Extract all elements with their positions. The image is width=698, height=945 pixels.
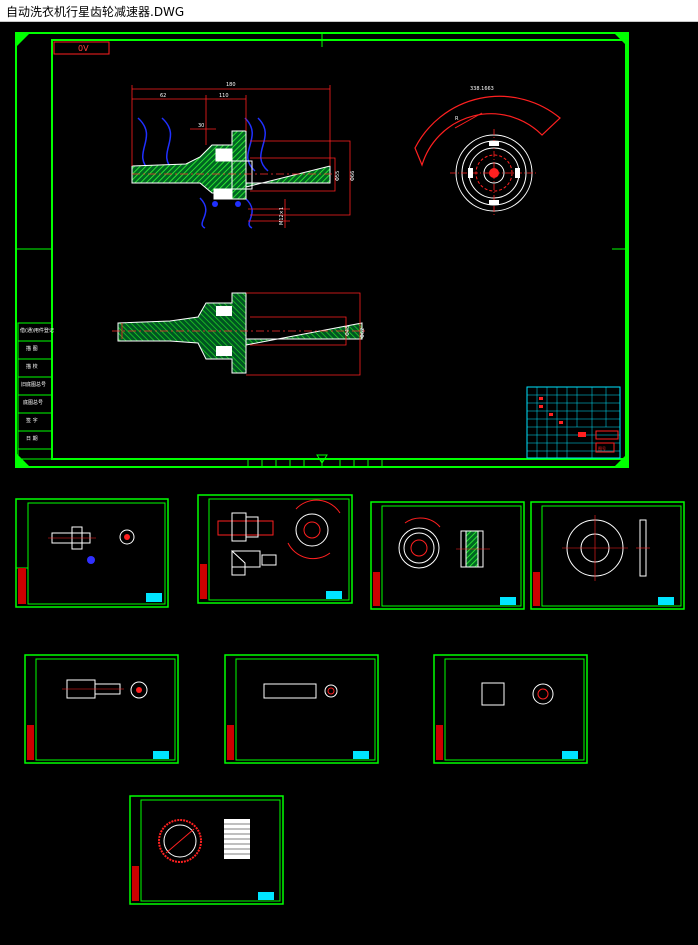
arc-mark: R: [455, 116, 459, 122]
corner-tag-box: [53, 41, 110, 55]
table-label: 借(通)用件登记: [20, 327, 54, 334]
window-title: 自动洗衣机行星齿轮减速器.DWG: [6, 5, 185, 19]
dim-label: Φ48: [345, 326, 351, 336]
center-arrow: [316, 454, 328, 464]
sheet-outer-frame: [15, 32, 629, 468]
table-label: 底图总号: [23, 399, 43, 406]
drawing-canvas[interactable]: 0V 借(通)用件登记 描 图 描 校 旧底图总号 底图总号 签 字 日 期: [0, 23, 698, 941]
dim-label: 180: [226, 82, 236, 88]
table-label: 描 图: [26, 345, 38, 352]
left-registration-table: 借(通)用件登记 描 图 描 校 旧底图总号 底图总号 签 字 日 期: [17, 322, 54, 460]
dim-label: M12×1: [279, 207, 285, 225]
gear-circle-view[interactable]: 338.1663 R: [414, 86, 561, 217]
bottom-ruler: [247, 459, 383, 467]
sheet-inner-frame: [51, 39, 627, 460]
corner-marker: [16, 453, 30, 467]
dimension-lines: [131, 85, 351, 228]
dim-label: 110: [219, 93, 229, 99]
thumbnail-sheet-6[interactable]: [224, 654, 379, 764]
thumbnail-sheet-5[interactable]: [24, 654, 179, 764]
thumbnail-sheet-2[interactable]: [197, 494, 353, 604]
thumbnail-sheet-4[interactable]: [530, 501, 685, 610]
thumbnail-sheet-3[interactable]: [370, 501, 525, 610]
table-label: 日 期: [26, 436, 38, 442]
table-label: 签 字: [26, 417, 38, 424]
thumbnail-sheet-8[interactable]: [129, 795, 284, 905]
dimension-lines: [121, 292, 361, 376]
dim-label: 30: [198, 123, 204, 129]
dim-label: Φ62: [360, 328, 366, 338]
dim-label: 62: [160, 93, 166, 99]
dim-label: Φ66: [350, 171, 356, 181]
table-label: 描 校: [26, 363, 38, 370]
title-block-tag: 图号: [598, 445, 606, 451]
corner-marker: [614, 33, 628, 47]
thumbnail-sheet-7[interactable]: [433, 654, 588, 764]
title-block: 图号: [526, 386, 621, 459]
arc-dimension-label: 338.1663: [470, 86, 494, 92]
window-titlebar: 自动洗衣机行星齿轮减速器.DWG: [0, 0, 698, 22]
corner-tag-text: 0V: [78, 44, 89, 53]
dim-label: Φ55: [335, 171, 341, 181]
lower-shaft-view[interactable]: Φ62 Φ48: [112, 292, 366, 376]
main-drawing-sheet[interactable]: 0V 借(通)用件登记 描 图 描 校 旧底图总号 底图总号 签 字 日 期: [15, 32, 629, 468]
table-label: 旧底图总号: [21, 381, 46, 388]
upper-shaft-section-view[interactable]: 180 62 110 30 Φ66 Φ55 M12×1: [131, 82, 356, 229]
thumbnail-sheet-1[interactable]: [15, 498, 169, 608]
corner-marker: [16, 33, 30, 47]
corner-marker: [614, 453, 628, 467]
